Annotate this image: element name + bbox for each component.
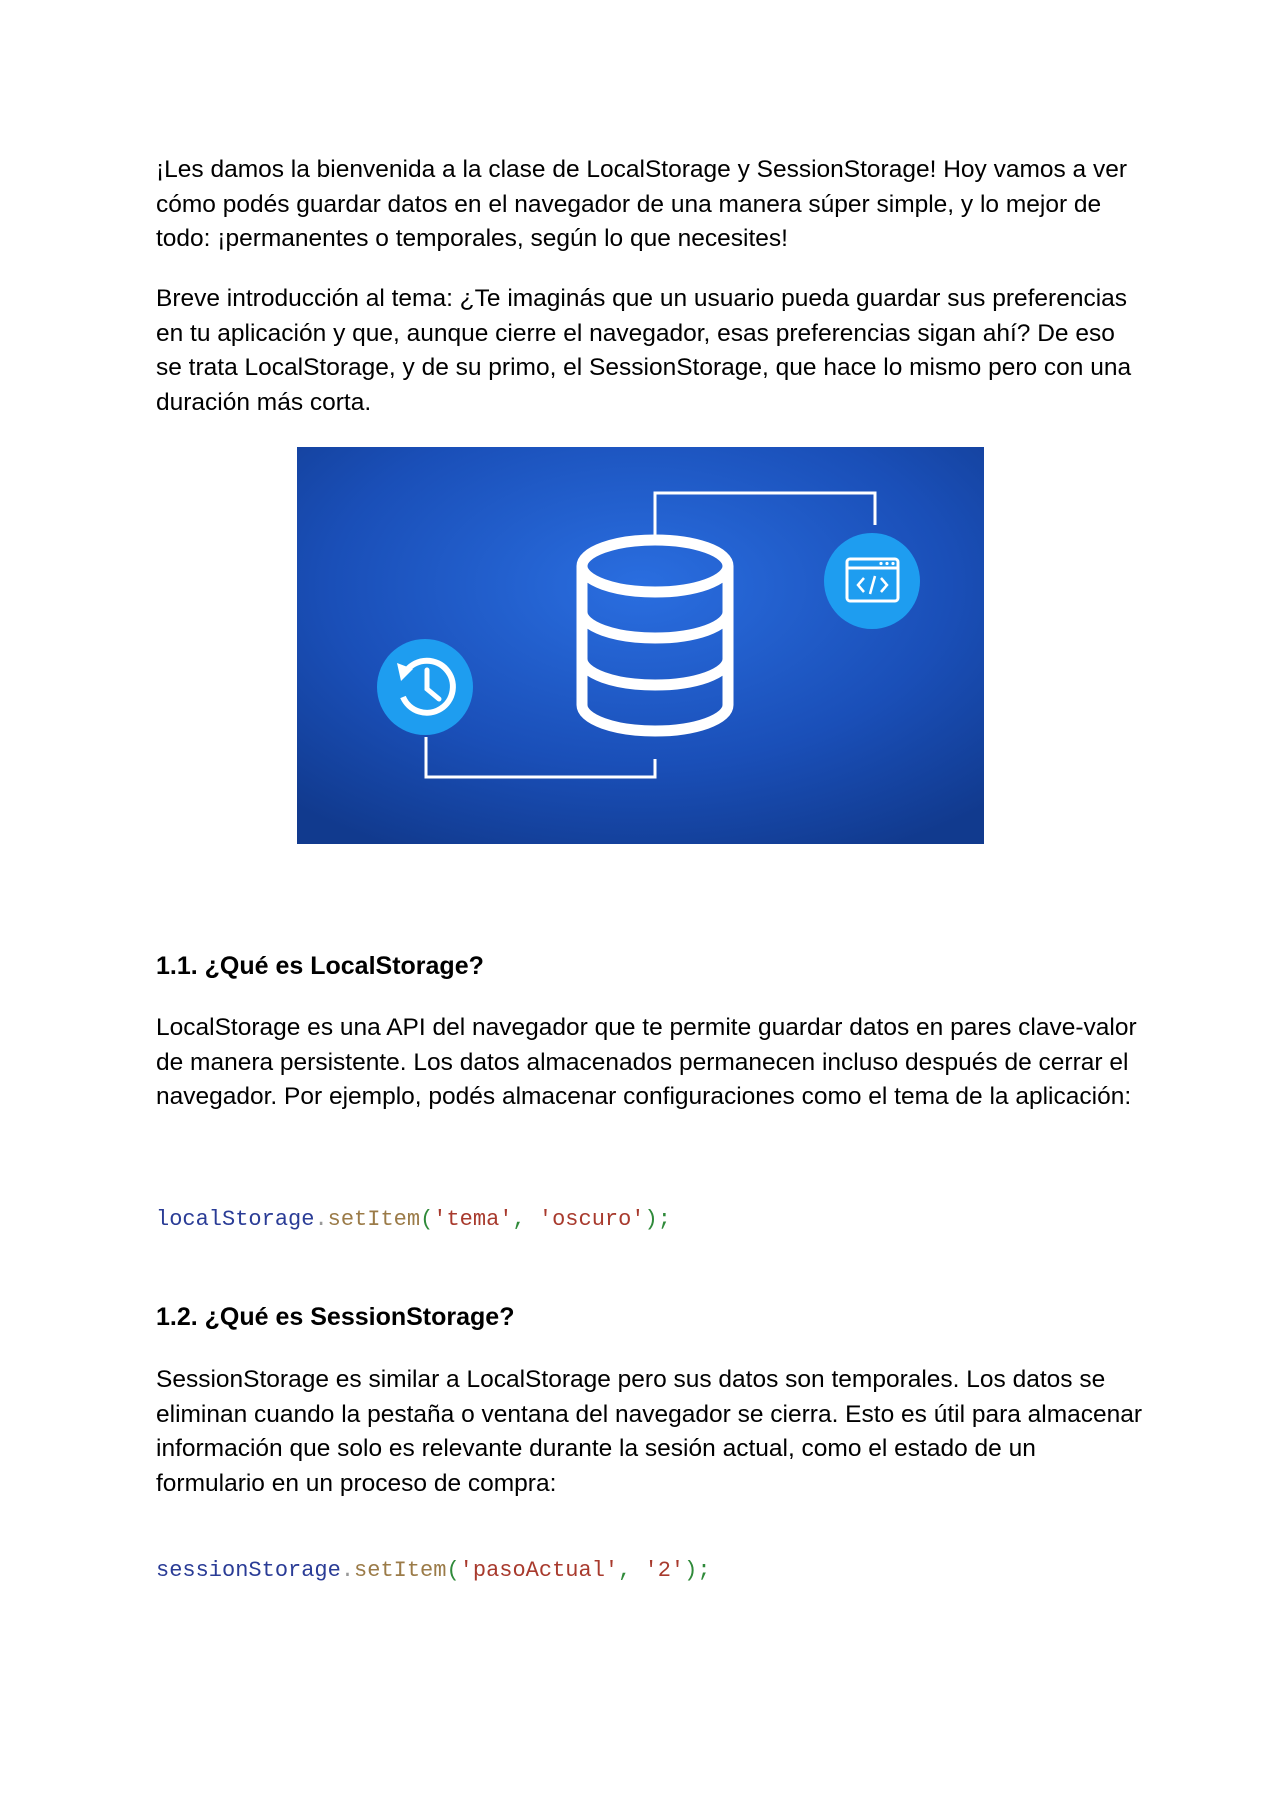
code-open-paren: ( — [420, 1207, 434, 1232]
code-object: sessionStorage — [156, 1558, 341, 1583]
code-snippet-localstorage: localStorage.setItem('tema', 'oscuro'); — [156, 1207, 671, 1232]
storage-illustration — [297, 447, 984, 844]
code-object: localStorage — [156, 1207, 315, 1232]
browser-code-icon — [824, 533, 920, 629]
connector-lines — [424, 491, 877, 779]
section-heading-localstorage: 1.1. ¿Qué es LocalStorage? — [156, 952, 484, 980]
section-heading-sessionstorage: 1.2. ¿Qué es SessionStorage? — [156, 1303, 515, 1331]
code-arg-value: 'oscuro' — [538, 1207, 645, 1232]
code-dot: . — [340, 1558, 355, 1583]
code-open-paren: ( — [446, 1558, 460, 1583]
section-body-sessionstorage: SessionStorage es similar a LocalStorage… — [156, 1366, 1143, 1497]
code-dot: . — [314, 1207, 328, 1232]
code-arg-value: '2' — [644, 1558, 685, 1583]
code-arg-key: 'pasoActual' — [459, 1558, 619, 1583]
history-clock-icon — [377, 639, 473, 735]
code-arg-key: 'tema' — [433, 1207, 513, 1232]
section-body-localstorage: LocalStorage es una API del navegador qu… — [156, 1014, 1137, 1110]
code-snippet-sessionstorage: sessionStorage.setItem('pasoActual', '2'… — [156, 1558, 711, 1583]
code-close: ); — [684, 1558, 711, 1583]
code-close: ); — [644, 1207, 671, 1232]
illustration-background — [297, 447, 984, 844]
database-icon — [576, 534, 734, 737]
code-method: setItem — [354, 1558, 447, 1583]
storage-illustration-svg — [297, 447, 984, 844]
code-separator: , — [512, 1207, 539, 1232]
intro-paragraph-welcome: ¡Les damos la bienvenida a la clase de L… — [156, 156, 1128, 252]
code-separator: , — [618, 1558, 645, 1583]
code-method: setItem — [327, 1207, 421, 1232]
intro-paragraph-overview: Breve introducción al tema: ¿Te imaginás… — [156, 285, 1132, 416]
